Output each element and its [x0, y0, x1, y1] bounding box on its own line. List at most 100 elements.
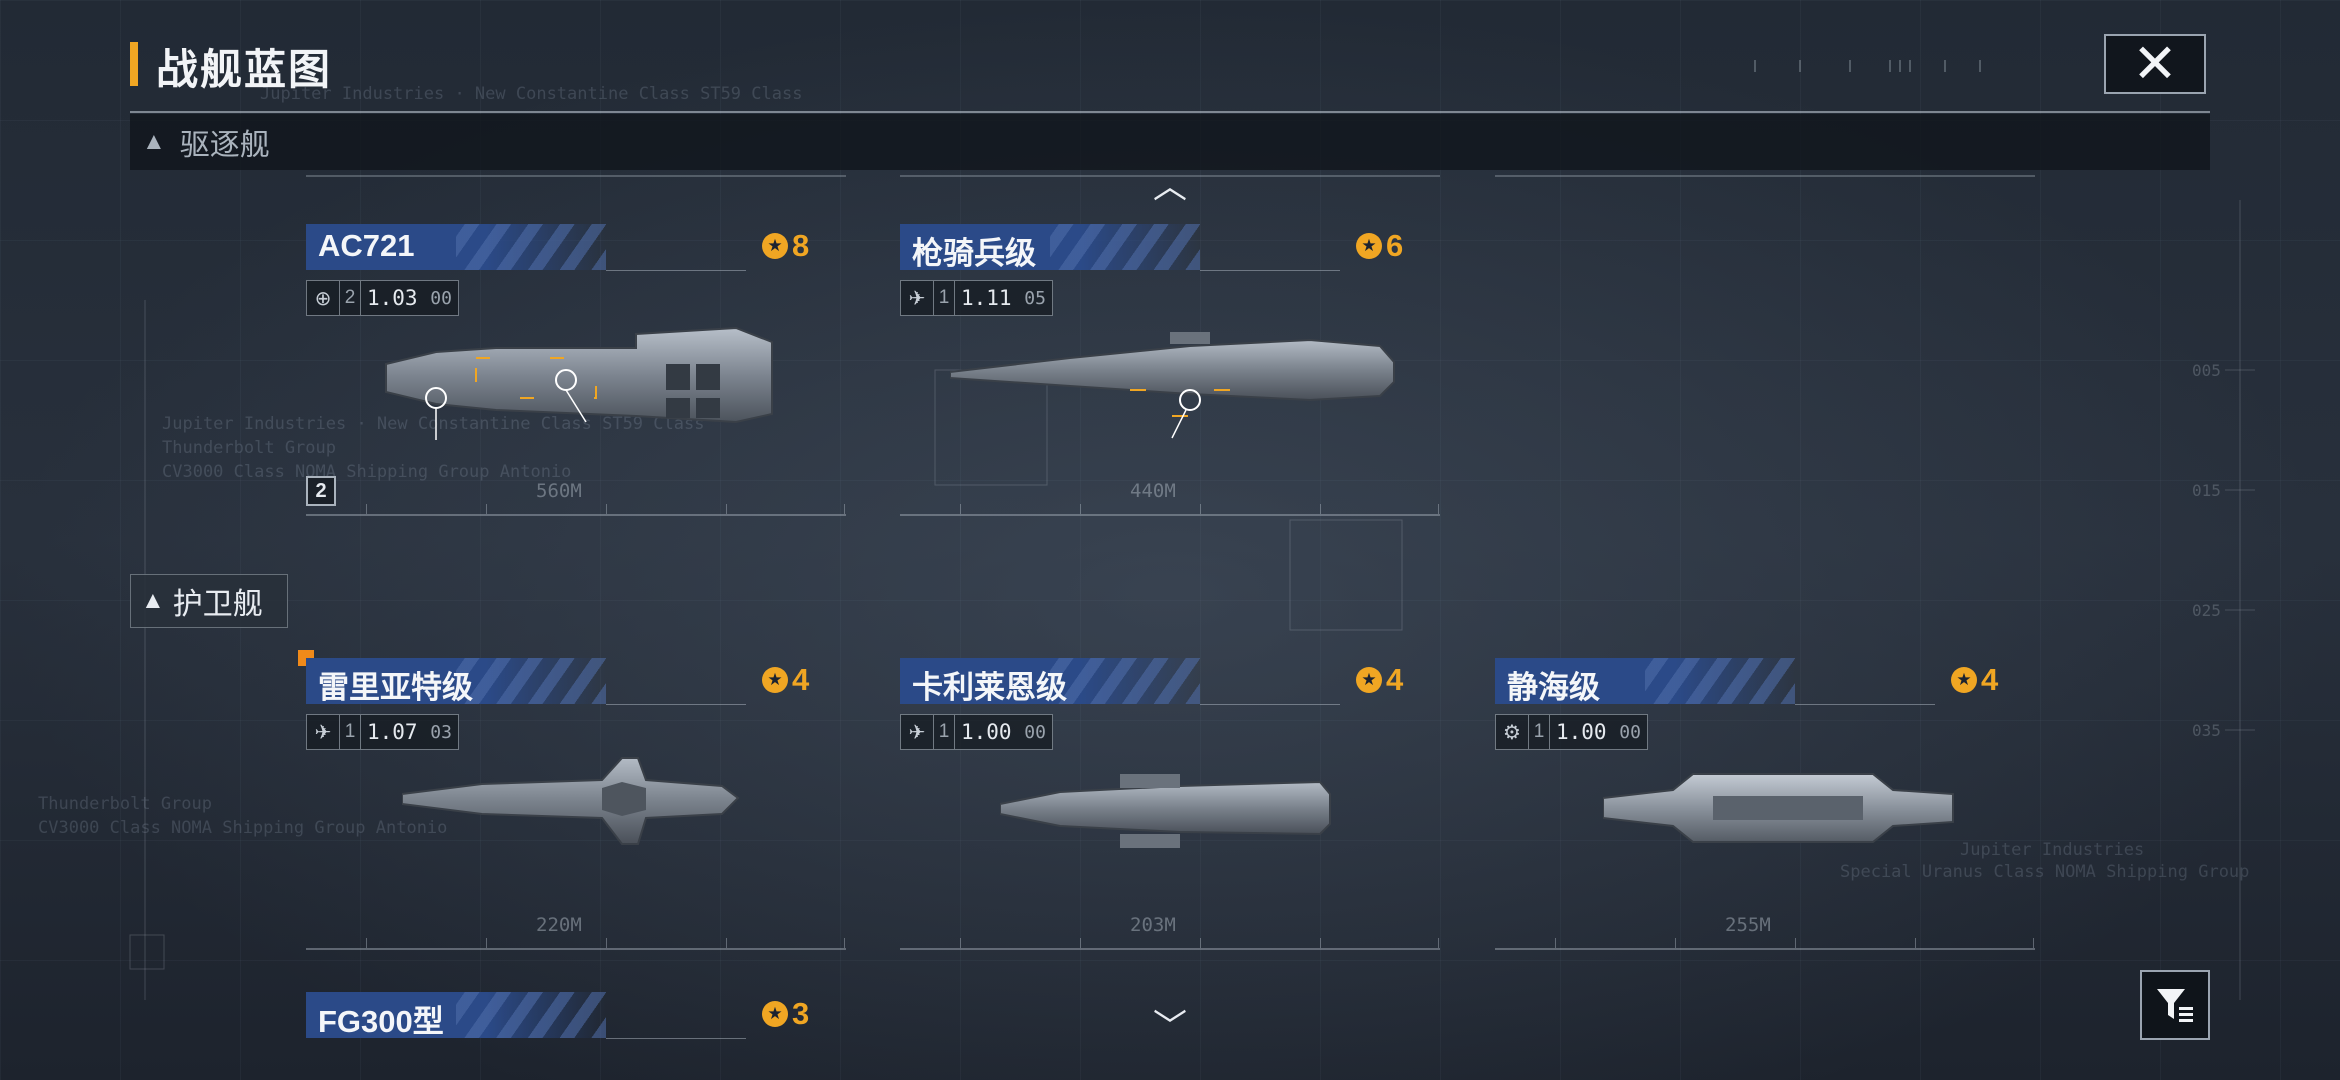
- ship-image: [1000, 774, 1331, 848]
- ship-tier: 2: [340, 281, 361, 315]
- ruler: [306, 175, 846, 195]
- name-bar-stripes: [1050, 224, 1200, 270]
- ship-version-sub: 00: [430, 287, 452, 309]
- name-bar-stripes: [456, 992, 606, 1038]
- section-label: 护卫舰: [172, 588, 263, 621]
- header-divider: [130, 111, 2210, 113]
- ship-tier: 1: [934, 715, 955, 749]
- ship-cost: ★ 6: [1356, 228, 1403, 264]
- filter-button[interactable]: [2140, 970, 2210, 1040]
- gear-icon: ⚙: [1496, 715, 1529, 749]
- ship-stat: ✈ 1 1.11 05: [900, 280, 1053, 316]
- ship-cost: ★ 3: [762, 996, 809, 1032]
- ship-stat: ✈ 1 1.00 00: [900, 714, 1053, 750]
- title-accent-bar: [130, 42, 138, 86]
- ship-length: 220M: [536, 914, 582, 936]
- section-label: 驱逐舰: [179, 129, 270, 162]
- ship-card-fg300[interactable]: FG300型 ★ 3: [306, 992, 846, 1080]
- ghost-text: Jupiter Industries · New Constantine Cla…: [260, 84, 803, 104]
- ghost-text: Jupiter Industries: [1960, 840, 2145, 860]
- leader-line: [606, 1038, 746, 1039]
- cost-value: 4: [792, 662, 810, 697]
- ship-card-tranquility[interactable]: 静海级 ★ 4 ⚙ 1 1.00 00 255M: [1495, 658, 2035, 958]
- ship-stat: ✈ 1 1.07 03: [306, 714, 459, 750]
- ship-version: 1.07: [367, 720, 418, 744]
- cost-star-icon: ★: [1356, 667, 1382, 693]
- name-bar-stripes: [456, 658, 606, 704]
- svg-text:025: 025: [2192, 601, 2221, 620]
- svg-text:015: 015: [2192, 481, 2221, 500]
- ship-image: [402, 757, 740, 845]
- leader-line: [1795, 704, 1935, 705]
- fighter-icon: ✈: [307, 715, 340, 749]
- section-header-destroyer[interactable]: ▲ 驱逐舰: [130, 114, 2210, 170]
- cost-value: 6: [1386, 228, 1404, 263]
- ship-image: [1603, 773, 1954, 843]
- ghost-text: CV3000 Class NOMA Shipping Group Antonio: [162, 462, 572, 482]
- ship-version-sub: 00: [1619, 721, 1641, 743]
- leader-line: [606, 270, 746, 271]
- name-bar-stripes: [1645, 658, 1795, 704]
- cost-star-icon: ★: [762, 667, 788, 693]
- ship-version-sub: 03: [430, 721, 452, 743]
- ship-cost: ★ 4: [762, 662, 809, 698]
- leader-line: [1200, 704, 1340, 705]
- ship-card-ac721[interactable]: AC721 ★ 8 ⊕ 2 1.03 00 2 560M: [306, 224, 846, 524]
- svg-text:005: 005: [2192, 361, 2221, 380]
- ghost-text: Jupiter Industries · New Constantine Cla…: [162, 414, 705, 434]
- ship-version-sub: 05: [1024, 287, 1046, 309]
- ship-tier: 1: [1529, 715, 1550, 749]
- ruler: [900, 175, 1440, 195]
- triangle-up-icon: ▲: [142, 128, 166, 155]
- ghost-text: CV3000 Class NOMA Shipping Group Antonio: [38, 818, 448, 838]
- close-icon: ✕: [2132, 32, 2178, 95]
- ship-name: 卡利莱恩级: [912, 670, 1067, 705]
- length-ruler: 440M: [900, 480, 1440, 516]
- ship-stat: ⚙ 1 1.00 00: [1495, 714, 1648, 750]
- ship-length: 440M: [1130, 480, 1176, 502]
- globe-icon: ⊕: [307, 281, 340, 315]
- ghost-text: Thunderbolt Group: [38, 794, 212, 814]
- ghost-text: Special Uranus Class NOMA Shipping Group: [1840, 862, 2250, 882]
- ship-tier: 1: [934, 281, 955, 315]
- cost-value: 4: [1386, 662, 1404, 697]
- cost-star-icon: ★: [1356, 233, 1382, 259]
- cost-value: 4: [1981, 662, 1999, 697]
- svg-text:035: 035: [2192, 721, 2221, 740]
- length-ruler: 255M: [1495, 914, 2035, 950]
- ship-version: 1.03: [367, 286, 418, 310]
- ship-name: 雷里亚特级: [318, 670, 473, 705]
- ship-card-lancer[interactable]: 枪骑兵级 ★ 6 ✈ 1 1.11 05 440M: [900, 224, 1440, 524]
- ship-name: AC721: [318, 228, 415, 263]
- cost-star-icon: ★: [1951, 667, 1977, 693]
- ship-length: 560M: [536, 480, 582, 502]
- section-header-frigate[interactable]: ▲ 护卫舰: [130, 574, 288, 628]
- ship-name: 静海级: [1507, 670, 1600, 705]
- leader-line: [606, 704, 746, 705]
- cost-star-icon: ★: [762, 1001, 788, 1027]
- name-bar-stripes: [1050, 658, 1200, 704]
- ship-length: 255M: [1725, 914, 1771, 936]
- ship-card-carlyle[interactable]: 卡利莱恩级 ★ 4 ✈ 1 1.00 00 203M: [900, 658, 1440, 958]
- page-title: 战舰蓝图: [156, 46, 333, 93]
- ship-stat: ⊕ 2 1.03 00: [306, 280, 459, 316]
- ship-image: [385, 326, 773, 440]
- ship-cost: ★ 4: [1951, 662, 1998, 698]
- ship-version-sub: 00: [1024, 721, 1046, 743]
- ship-version: 1.11: [961, 286, 1012, 310]
- length-ruler: 203M: [900, 914, 1440, 950]
- ship-card-reliant[interactable]: 雷里亚特级 ★ 4 ✈ 1 1.07 03 220M: [306, 658, 846, 958]
- name-bar-stripes: [456, 224, 606, 270]
- scroll-up-chevron-icon[interactable]: ︿: [1153, 168, 1187, 206]
- ship-length: 203M: [1130, 914, 1176, 936]
- ship-image: [950, 332, 1395, 439]
- cost-value: 3: [792, 996, 810, 1031]
- ruler: [1495, 175, 2035, 195]
- ship-tier: 1: [340, 715, 361, 749]
- ghost-text: Thunderbolt Group: [162, 438, 336, 458]
- scroll-down-chevron-icon[interactable]: ﹀: [1153, 1008, 1187, 1046]
- fighter-icon: ✈: [901, 715, 934, 749]
- ship-version: 1.00: [1556, 720, 1607, 744]
- close-button[interactable]: ✕: [2104, 34, 2206, 94]
- cost-value: 8: [792, 228, 810, 263]
